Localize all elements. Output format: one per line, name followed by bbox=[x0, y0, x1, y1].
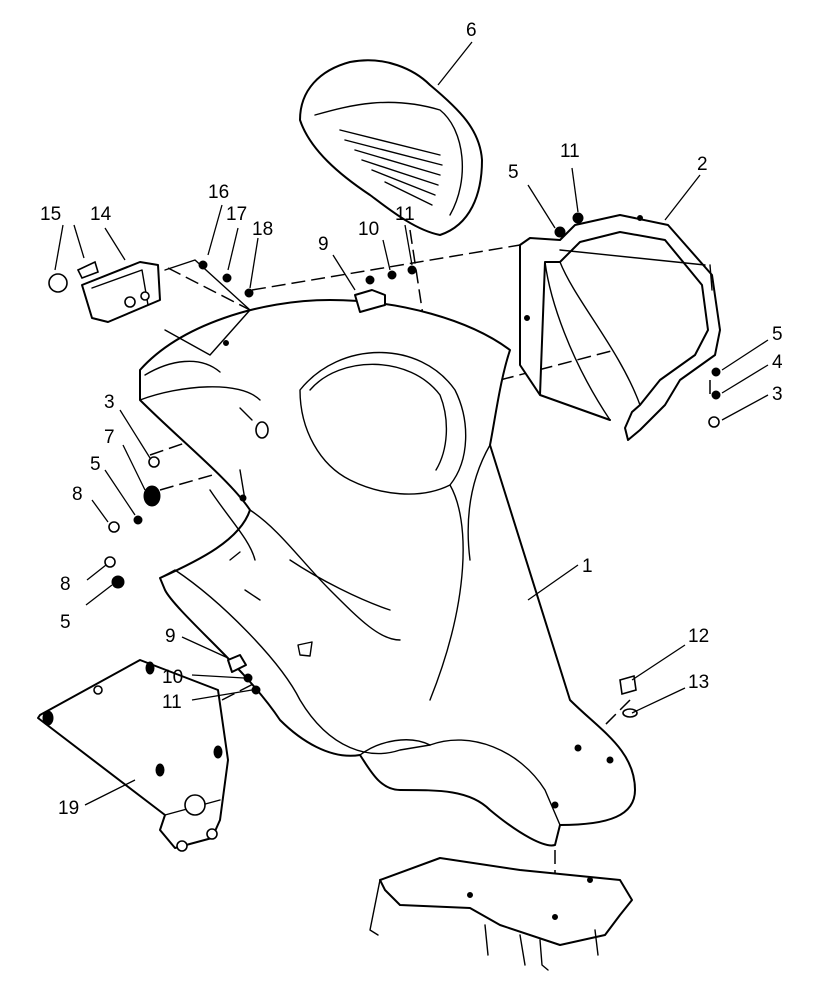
callout-11-top: 11 bbox=[395, 204, 415, 225]
callout-18: 18 bbox=[252, 219, 273, 240]
part-7-grommet bbox=[143, 485, 161, 507]
part-2-side-panel bbox=[519, 214, 721, 441]
part-9-bracket-top bbox=[354, 289, 386, 313]
hardware-fasteners bbox=[104, 212, 721, 718]
bottom-support-plate bbox=[369, 857, 633, 971]
callout-11-bottom: 11 bbox=[162, 692, 182, 713]
callout-16: 16 bbox=[208, 182, 229, 203]
part-9-bracket-bottom bbox=[227, 654, 247, 673]
callout-2: 2 bbox=[697, 154, 708, 175]
callout-12: 12 bbox=[688, 626, 709, 647]
light-mount-plate bbox=[164, 259, 251, 356]
callouts: 6 2 11 5 16 17 18 15 14 9 10 11 5 4 3 3 … bbox=[40, 20, 783, 819]
callout-3-right: 3 bbox=[772, 384, 783, 405]
callout-9-top: 9 bbox=[318, 234, 329, 255]
callout-8-upper: 8 bbox=[72, 484, 83, 505]
callout-9-bottom: 9 bbox=[165, 626, 176, 647]
callout-15: 15 bbox=[40, 204, 61, 225]
part-15-bulbs bbox=[48, 260, 99, 293]
callout-8-lower: 8 bbox=[60, 574, 71, 595]
grommet-seat bbox=[255, 421, 269, 439]
part-19-floor-plate bbox=[37, 659, 229, 852]
callout-3-left: 3 bbox=[104, 392, 115, 413]
callout-4: 4 bbox=[772, 352, 783, 373]
callout-5-left-upper: 5 bbox=[90, 454, 101, 475]
callout-1: 1 bbox=[582, 556, 593, 577]
callout-7: 7 bbox=[104, 427, 115, 448]
callout-6: 6 bbox=[466, 20, 477, 41]
callout-17: 17 bbox=[226, 204, 247, 225]
callout-5-top-right: 5 bbox=[508, 162, 519, 183]
part-6-seat-cushion bbox=[299, 59, 483, 236]
callout-5-left-lower: 5 bbox=[60, 612, 71, 633]
mount-hole bbox=[223, 340, 229, 346]
callout-19: 19 bbox=[58, 798, 79, 819]
callout-13: 13 bbox=[688, 672, 709, 693]
part-14-light bbox=[81, 261, 161, 323]
leader-lines bbox=[54, 41, 769, 806]
callout-5-right: 5 bbox=[772, 324, 783, 345]
callout-11-top-right: 11 bbox=[560, 141, 580, 162]
callout-10-bottom: 10 bbox=[162, 667, 183, 688]
callout-10-top: 10 bbox=[358, 219, 379, 240]
callout-14: 14 bbox=[90, 204, 112, 225]
